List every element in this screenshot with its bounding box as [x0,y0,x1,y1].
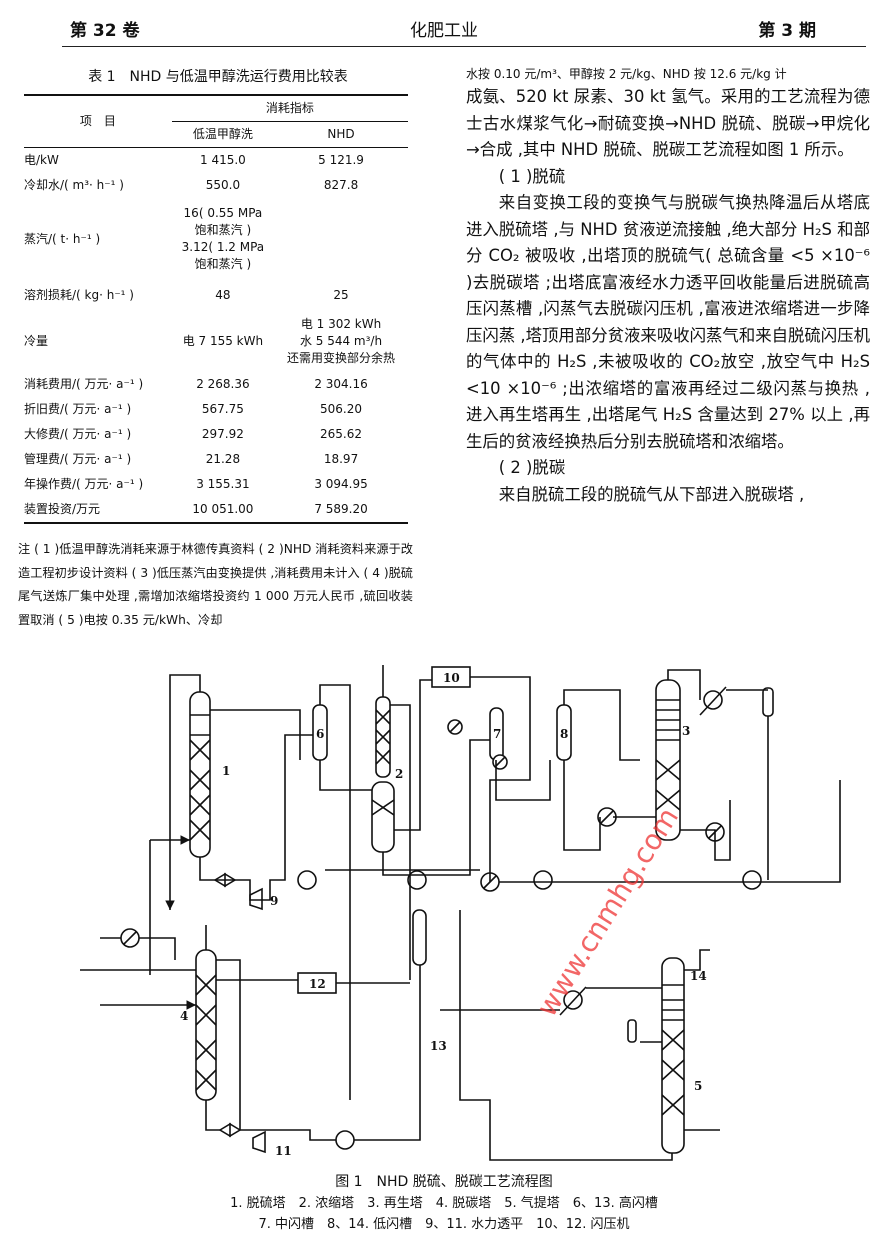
cell-b: 5 121.9 [318,153,364,167]
table-row: 大修费/( 万元· a⁻¹ ) 297.92 265.62 [24,422,408,447]
cell-b: 18.97 [323,452,359,466]
tower-3 [655,679,681,841]
cell-a: 2 268.36 [196,377,250,391]
figure-title: 图 1 NHD 脱硫、脱碳工艺流程图 [335,1174,553,1190]
cell-b: 25 [333,287,349,302]
table-row: 冷量 电 7 155 kWh 电 1 302 kWh 水 5 544 m³/h 还需用… [24,310,408,372]
cell-a: 48 [215,287,231,302]
label-2: 2 [395,767,403,781]
table-row: 消耗费用/( 万元· a⁻¹ ) 2 268.36 2 304.16 [24,372,408,397]
table-row: 折旧费/( 万元· a⁻¹ ) 567.75 506.20 [24,397,408,422]
table-row: 冷却水/( m³· h⁻¹ ) 550.0 827.8 [24,173,408,198]
valve-icons [213,872,242,1138]
label-4: 4 [180,1009,188,1023]
table-row: 蒸汽/( t· h⁻¹ ) 16( 0.55 MPa 饱和蒸汽 ) 3.12( 1.… [24,198,408,280]
row-item: 年操作费/( 万元· a⁻¹ ) [24,477,144,491]
row-item: 冷量 [24,333,49,348]
issue-label: 第 3 期 [758,21,816,41]
steam-line: 饱和蒸汽 ) [194,257,252,271]
section-heading: ( 1 )脱硫 [498,166,566,186]
tower-5 [661,957,685,1154]
steam-line: 饱和蒸汽 ) [194,223,252,237]
table-row: 装置投资/万元 10 051.00 7 589.20 [24,497,408,523]
col-header-b: NHD [327,127,355,141]
label-8: 8 [560,727,568,741]
row-item: 溶剂损耗/( kg· h⁻¹ ) [24,287,134,302]
table-note: 注 ( 1 )低温甲醇洗消耗来源于林德传真资料 ( 2 )NHD 消耗资料来源于… [18,542,413,627]
row-item: 冷却水/( m³· h⁻¹ ) [24,178,124,192]
cold-line: 还需用变换部分余热 [287,350,396,365]
cold-line: 电 1 302 kWh [300,316,382,331]
label-9: 9 [270,894,278,908]
cell-a: 297.92 [201,427,244,441]
figure-legend-line: 7. 中闪槽 8、14. 低闪槽 9、11. 水力透平 10、12. 闪压机 [258,1217,630,1232]
cell-a: 10 051.00 [192,502,254,516]
label-12: 12 [309,977,326,991]
table-row: 管理费/( 万元· a⁻¹ ) 21.28 18.97 [24,447,408,472]
cell-a: 16( 0.55 MPa 饱和蒸汽 ) 3.12( 1.2 MPa 饱和蒸汽 ) [172,198,274,280]
vessel-13 [412,909,427,966]
label-5: 5 [694,1079,702,1093]
journal-name: 化肥工业 [410,21,478,41]
cell-b: 7 589.20 [314,502,368,516]
tower-2 [371,696,395,853]
table-row: 电/kW 1 415.0 5 121.9 [24,148,408,174]
pipe-lines [80,665,841,1161]
cell-a: 电 7 155 kWh [182,333,264,348]
table-row: 溶剂损耗/( kg· h⁻¹ ) 48 25 [24,280,408,310]
table-title: 表 1 NHD 与低温甲醇洗运行费用比较表 [88,69,348,85]
vessel-14 [762,687,774,717]
table-row: 年操作费/( 万元· a⁻¹ ) 3 155.31 3 094.95 [24,472,408,497]
cell-b: 电 1 302 kWh 水 5 544 m³/h 还需用变换部分余热 [274,310,408,372]
cold-line: 水 5 544 m³/h [299,333,383,348]
col-header-item: 项 目 [24,95,172,148]
label-1: 1 [222,764,230,778]
label-11: 11 [275,1144,292,1158]
small-vessel [627,1019,637,1043]
turbine-icons [249,887,266,1154]
cell-b: 265.62 [320,427,363,441]
volume-label: 第 32 卷 [70,21,140,41]
cell-a: 21.28 [205,452,241,466]
label-3: 3 [682,724,690,738]
row-item: 装置投资/万元 [24,502,101,516]
row-item: 折旧费/( 万元· a⁻¹ ) [24,402,132,416]
cell-b: 506.20 [320,402,363,416]
cell-b [274,198,408,280]
label-13: 13 [430,1039,447,1053]
table-note-continued: 水按 0.10 元/m³、甲醇按 2 元/kg、NHD 按 12.6 元/kg … [466,67,787,81]
cell-b: 827.8 [323,178,359,192]
paragraph: 来自变换工段的变换气与脱碳气换热降温后从塔底进入脱硫塔 ,与 NHD 贫液逆流接… [466,193,870,451]
figure-legend-line: 1. 脱硫塔 2. 浓缩塔 3. 再生塔 4. 脱碳塔 5. 气提塔 6、13.… [230,1196,658,1211]
col-header-group: 消耗指标 [171,95,408,122]
cell-b: 3 094.95 [314,477,368,491]
row-item: 管理费/( 万元· a⁻¹ ) [24,452,132,466]
label-7: 7 [493,727,501,741]
paragraph: 成氨、520 kt 尿素、30 kt 氢气。采用的工艺流程为德士古水煤浆气化→耐… [466,87,870,159]
tower-1 [189,691,211,858]
cell-a: 567.75 [201,402,244,416]
cell-b: 2 304.16 [314,377,368,391]
label-10: 10 [443,671,460,685]
cell-a: 3 155.31 [196,477,250,491]
tower-4 [195,949,217,1101]
paragraph: 来自脱硫工段的脱硫气从下部进入脱碳塔 , [498,484,805,504]
row-item: 电/kW [24,153,59,167]
right-column: 水按 0.10 元/m³、甲醇按 2 元/kg、NHD 按 12.6 元/kg … [466,64,870,508]
section-heading: ( 2 )脱碳 [498,458,566,477]
steam-line: 3.12( 1.2 MPa [181,240,265,254]
cell-a: 1 415.0 [200,153,246,167]
row-item: 消耗费用/( 万元· a⁻¹ ) [24,377,144,391]
steam-line: 16( 0.55 MPa [183,206,263,220]
label-14: 14 [690,969,707,983]
cell-a: 550.0 [205,178,241,192]
header-rule [62,46,866,47]
process-flow-diagram: 1 2 3 4 5 6 7 8 9 10 11 12 13 14 [80,665,841,1161]
label-6: 6 [316,727,324,741]
figure-caption: 图 1 NHD 脱硫、脱碳工艺流程图 1. 脱硫塔 2. 浓缩塔 3. 再生塔 … [0,1172,888,1235]
cost-comparison-table: 项 目 消耗指标 低温甲醇洗 NHD 电/kW 1 415.0 5 121.9 冷却… [24,94,408,524]
row-item: 蒸汽/( t· h⁻¹ ) [24,231,101,246]
col-header-a: 低温甲醇洗 [192,127,253,141]
row-item: 大修费/( 万元· a⁻¹ ) [24,427,132,441]
